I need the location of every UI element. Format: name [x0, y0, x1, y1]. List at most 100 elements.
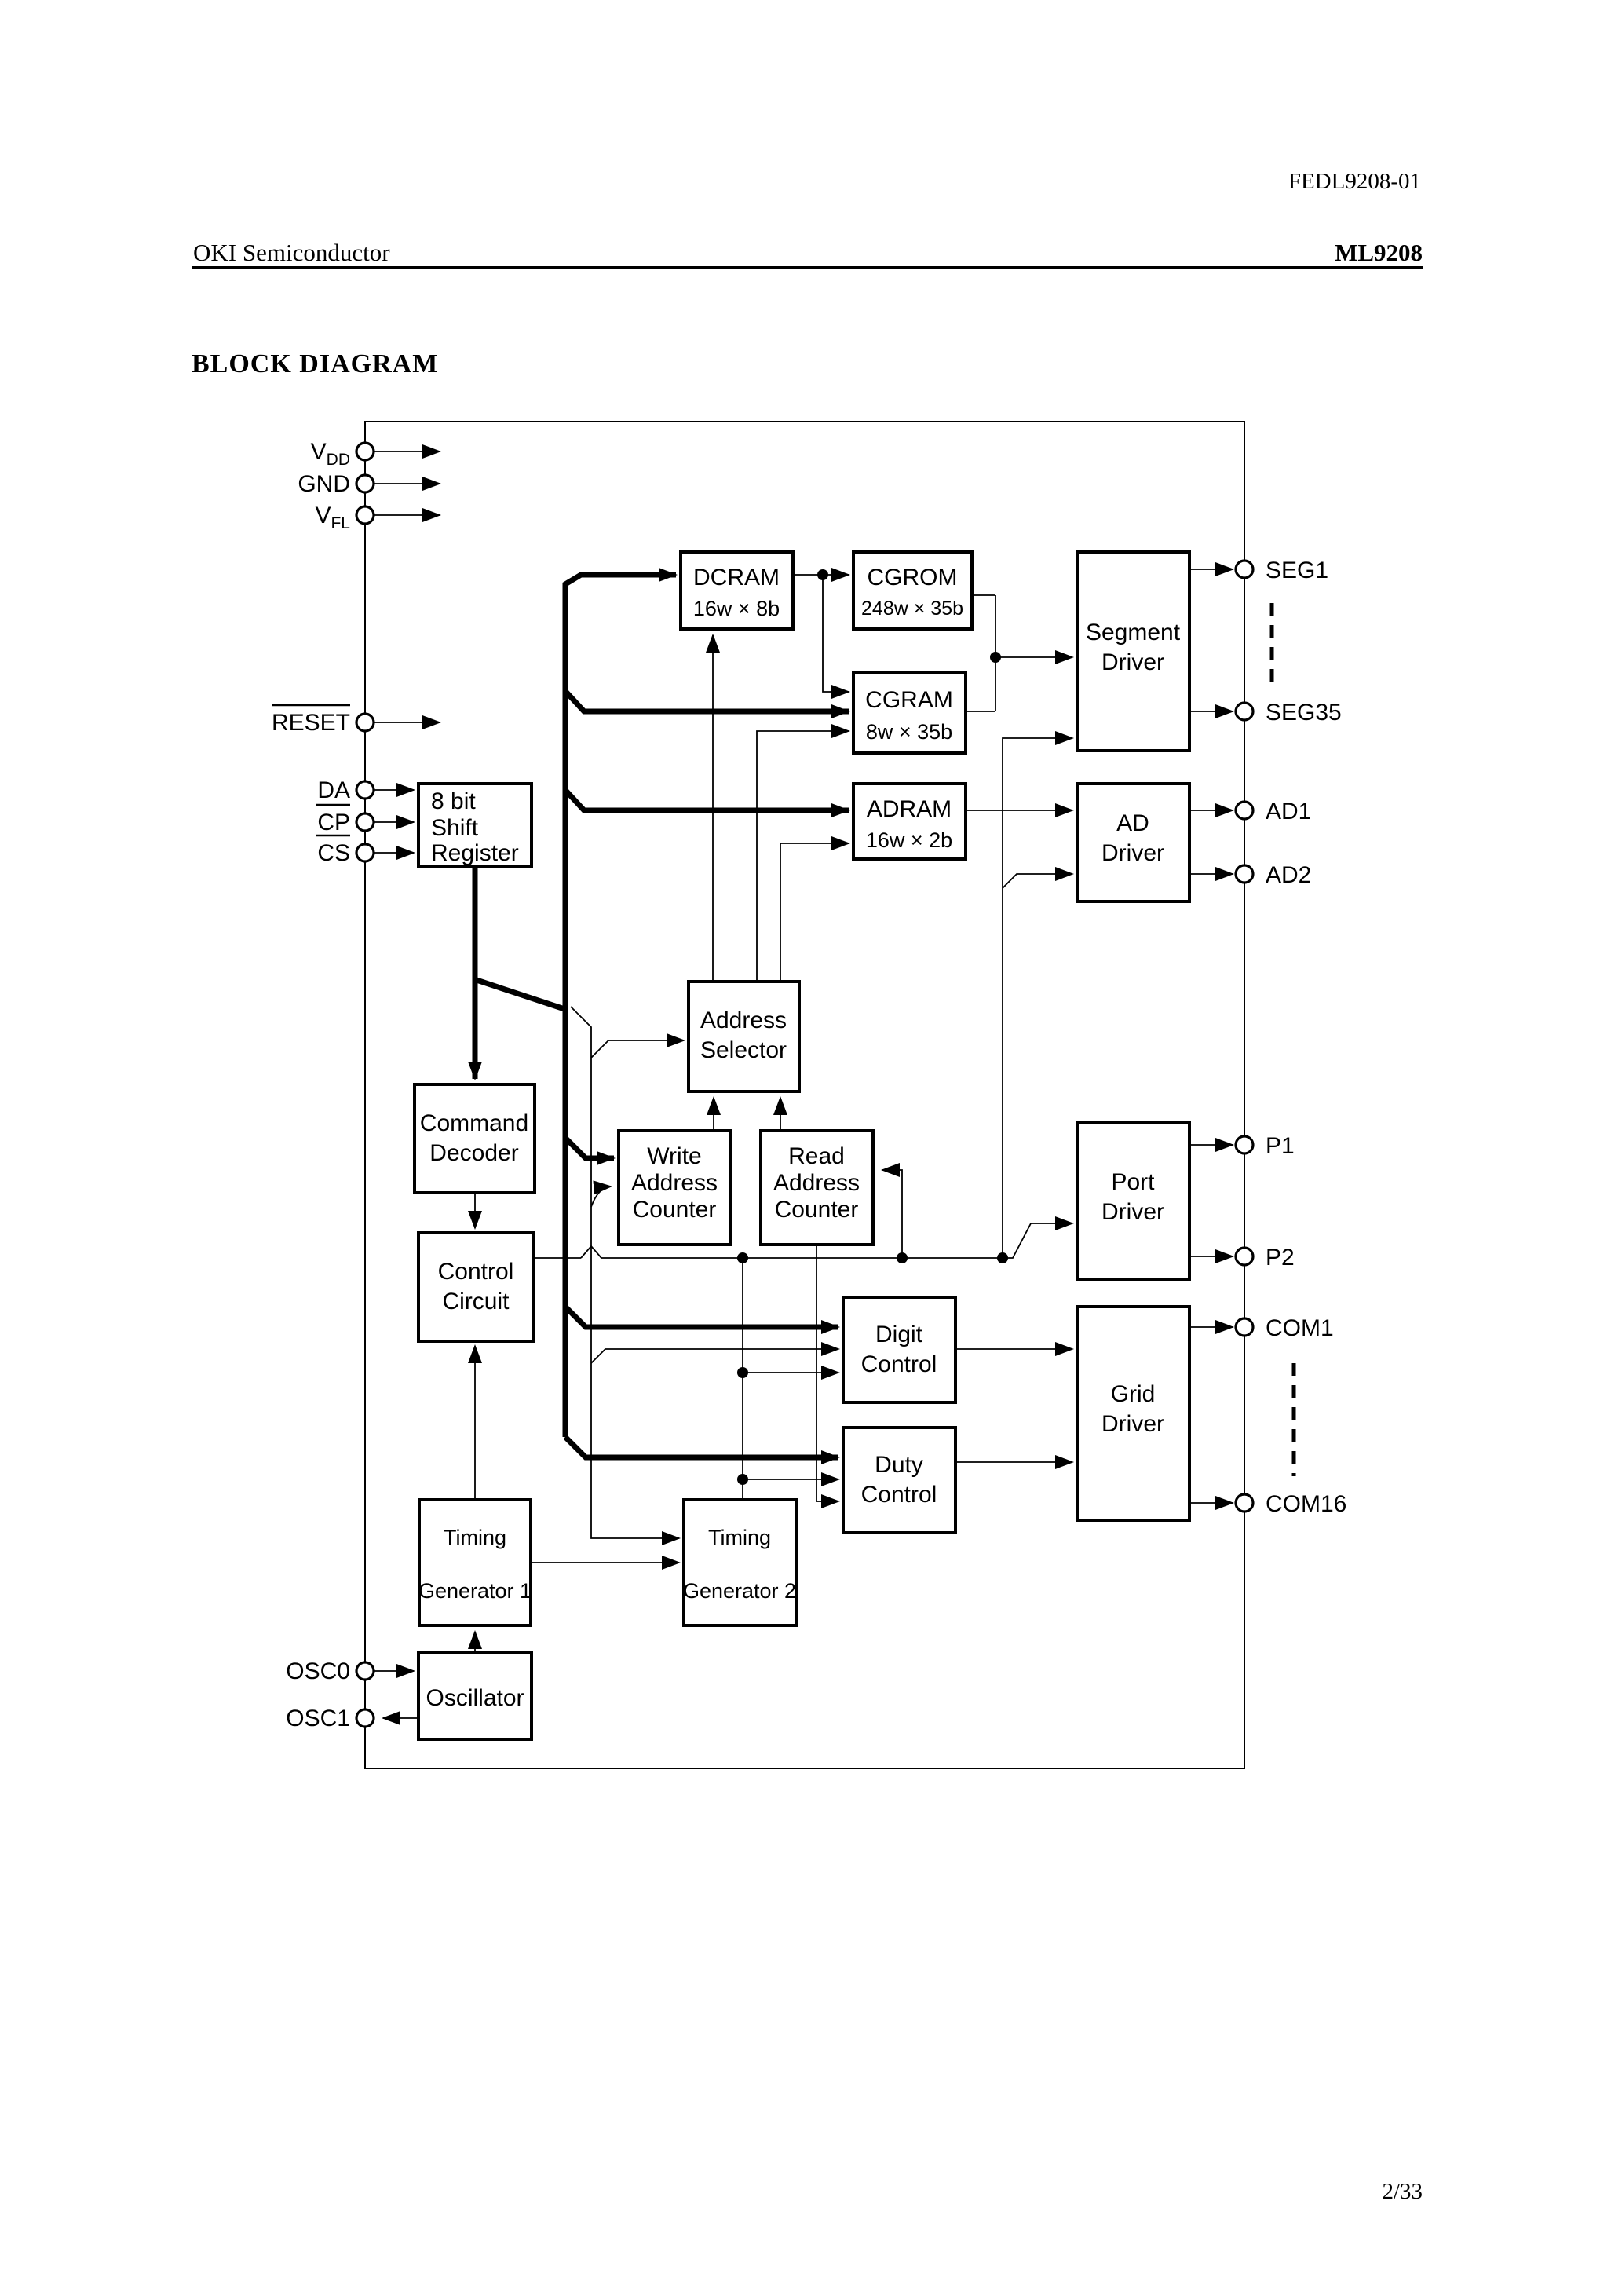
- block-label: Shift: [431, 815, 479, 841]
- pin-label-osc0: OSC0: [286, 1658, 350, 1684]
- wire-rac-to-duty3: [816, 1246, 840, 1508]
- wire-cc-to-port-driver: [601, 1216, 1074, 1259]
- block-label: Generator 2: [683, 1579, 796, 1603]
- block-timing-generator-1: [418, 1498, 532, 1627]
- pin-circles: [355, 441, 1255, 1728]
- pin-label-ad1: AD1: [1266, 799, 1311, 824]
- wire-hook-to-wac: [590, 1180, 612, 1208]
- bus-to-adram: [563, 788, 850, 817]
- wire-to-address-selector: [590, 1033, 685, 1058]
- pin-p2: [1234, 1246, 1255, 1267]
- block-label: Counter: [633, 1197, 717, 1223]
- pin-vdd: [355, 441, 375, 462]
- pin-label-seg35: SEG35: [1266, 700, 1342, 726]
- block-label: 16w × 2b: [866, 828, 952, 852]
- pin-label-cp: CP: [317, 810, 350, 835]
- block-label: Control: [861, 1482, 937, 1508]
- block-port-driver: [1076, 1121, 1191, 1281]
- chip-outline: [364, 421, 1245, 1769]
- pin-osc1: [355, 1708, 375, 1728]
- block-label: Driver: [1101, 649, 1164, 675]
- block-label: Generator 1: [418, 1579, 532, 1603]
- pin-label-ad2: AD2: [1266, 862, 1311, 888]
- wire-ctrl-to-ad-driver: [1002, 867, 1074, 889]
- block-grid-driver: [1076, 1305, 1191, 1522]
- junction-cg-out: [990, 652, 1001, 663]
- block-label: Circuit: [442, 1289, 510, 1314]
- block-label: Address: [700, 1007, 787, 1033]
- block-label: Timing: [444, 1526, 506, 1549]
- data-bus-wires: [468, 568, 850, 1464]
- block-label: AD: [1116, 810, 1149, 836]
- block-label: Address: [773, 1170, 860, 1196]
- wire-ctrl-to-rac: [881, 1163, 903, 1258]
- wire-ctrl-to-segment-driver: [1002, 731, 1074, 1258]
- pin-label-gnd: GND: [298, 471, 350, 497]
- pin-labels: VDD GND VFL RESET DA CP CS OSC0 OSC1 SEG…: [272, 439, 1346, 1731]
- page-number: 2/33: [1382, 2179, 1423, 2204]
- block-label: Driver: [1101, 1411, 1164, 1437]
- block-label: Control: [438, 1259, 514, 1285]
- block-label: Port: [1111, 1169, 1155, 1195]
- junction-dots: [737, 569, 1008, 1485]
- bus-to-dcram: [562, 568, 678, 1010]
- company-name: OKI Semiconductor: [193, 239, 390, 266]
- pin-seg1: [1234, 559, 1255, 579]
- bus-fork-diagonal: [475, 977, 568, 1013]
- pin-label-vdd: VDD: [311, 439, 350, 469]
- block-duty-control: [842, 1426, 957, 1534]
- pin-label-base: V: [315, 503, 331, 528]
- pin-com1: [1234, 1317, 1255, 1337]
- wire-dcram-to-cgram: [822, 575, 850, 699]
- pin-da: [355, 780, 375, 800]
- block-label: Address: [631, 1170, 718, 1196]
- block-label: Register: [431, 840, 519, 866]
- block-label: Control: [861, 1351, 937, 1377]
- pin-label-p1: P1: [1266, 1133, 1295, 1159]
- block-dcram: [679, 550, 795, 631]
- block-label: Oscillator: [426, 1685, 524, 1711]
- block-label: ADRAM: [867, 796, 952, 822]
- block-label: Selector: [700, 1037, 787, 1063]
- pin-com16: [1234, 1493, 1255, 1513]
- pin-seg35: [1234, 701, 1255, 722]
- block-label: Driver: [1101, 840, 1164, 866]
- pin-osc0: [355, 1661, 375, 1681]
- part-number: ML9208: [1335, 239, 1423, 266]
- block-label: CGRAM: [865, 687, 953, 713]
- pin-p1: [1234, 1135, 1255, 1155]
- block-cgram: [852, 671, 967, 755]
- block-digit-control: [842, 1296, 957, 1404]
- block-command-decoder: [413, 1083, 536, 1194]
- pin-label-reset: RESET: [272, 710, 350, 736]
- wire-as-to-adram: [780, 836, 850, 980]
- pin-label-base: V: [311, 439, 327, 465]
- block-timing-generator-2: [682, 1498, 798, 1627]
- bus-to-duty-control: [563, 1435, 840, 1464]
- block-label: Segment: [1086, 620, 1181, 645]
- wire-thin-trunk-to-tg2: [570, 1006, 681, 1545]
- block-write-address-counter: [617, 1129, 732, 1246]
- blocks: 8 bit Shift Register Command Decoder Con…: [413, 550, 1191, 1741]
- block-label: Read: [788, 1143, 845, 1169]
- block-label: CGROM: [868, 565, 958, 590]
- bus-to-digit-control: [563, 1304, 840, 1334]
- header-rule: [192, 266, 1423, 269]
- doc-number: FEDL9208-01: [1288, 169, 1421, 194]
- pin-label-com16: COM16: [1266, 1491, 1346, 1517]
- block-label: 16w × 8b: [693, 597, 780, 620]
- pin-label-vfl: VFL: [315, 503, 350, 532]
- junction-ctrl-b: [897, 1252, 908, 1263]
- bus-to-cgram: [563, 689, 850, 718]
- block-address-selector: [687, 980, 801, 1093]
- junction-ctrl-a: [737, 1252, 748, 1263]
- pin-label-com1: COM1: [1266, 1315, 1334, 1341]
- pin-label-cs: CS: [317, 840, 350, 866]
- block-label: Duty: [875, 1452, 923, 1478]
- block-oscillator: [417, 1651, 533, 1741]
- block-label: DCRAM: [693, 565, 780, 590]
- pin-ad1: [1234, 800, 1255, 821]
- block-segment-driver: [1076, 550, 1191, 752]
